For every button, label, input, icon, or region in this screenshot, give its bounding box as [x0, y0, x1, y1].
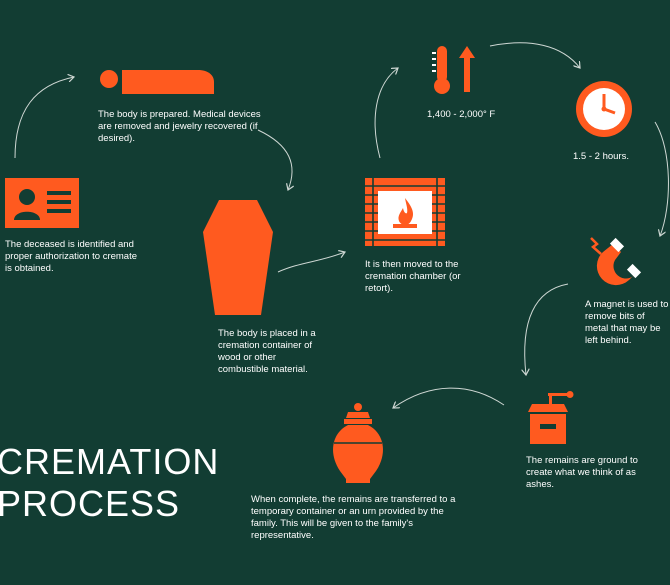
step-magnet-text: A magnet is used to remove bits of metal… [585, 299, 669, 346]
step-identify-text: The deceased is identified and proper au… [5, 239, 138, 274]
arrow-8 [393, 387, 505, 408]
step-container: The body is placed in a cremation contai… [200, 200, 330, 376]
step-grind: The remains are ground to create what we… [526, 390, 646, 491]
step-identify: The deceased is identified and proper au… [5, 178, 155, 275]
arrow-2 [257, 129, 292, 190]
clock-icon [576, 81, 632, 137]
id-card-icon [5, 178, 79, 228]
arrow-4 [374, 68, 398, 159]
step-grind-text: The remains are ground to create what we… [526, 455, 638, 490]
magnet-icon [590, 237, 642, 286]
page-title: CREMATION PROCESS [0, 441, 219, 525]
coffin-icon [203, 200, 273, 315]
title-line-1: CREMATION [0, 441, 220, 482]
step-temperature: 1,400 - 2,000° F [427, 44, 527, 121]
lying-body-icon [100, 70, 214, 94]
step-magnet: A magnet is used to remove bits of metal… [585, 232, 670, 347]
step-chamber: It is then moved to the cremation chambe… [365, 178, 475, 295]
step-duration-text: 1.5 - 2 hours. [573, 151, 629, 162]
step-temperature-text: 1,400 - 2,000° F [427, 109, 496, 120]
step-chamber-text: It is then moved to the cremation chambe… [365, 259, 461, 294]
arrow-3 [277, 252, 345, 273]
urn-icon [333, 403, 383, 483]
step-prepare-text: The body is prepared. Medical devices ar… [98, 109, 261, 144]
fireplace-icon [365, 178, 445, 246]
title-line-2: PROCESS [0, 483, 181, 524]
grinder-icon [528, 391, 574, 444]
arrow-6 [654, 121, 669, 236]
arrow-1 [14, 77, 74, 159]
thermometer-icon [432, 46, 475, 94]
step-urn: When complete, the remains are transferr… [251, 403, 476, 542]
arrow-up-icon [459, 46, 475, 92]
step-prepare: The body is prepared. Medical devices ar… [98, 66, 273, 145]
arrow-5 [489, 42, 580, 68]
step-duration: 1.5 - 2 hours. [573, 80, 663, 163]
step-container-text: The body is placed in a cremation contai… [218, 328, 316, 375]
step-urn-text: When complete, the remains are transferr… [251, 494, 456, 541]
arrow-7 [525, 283, 569, 375]
